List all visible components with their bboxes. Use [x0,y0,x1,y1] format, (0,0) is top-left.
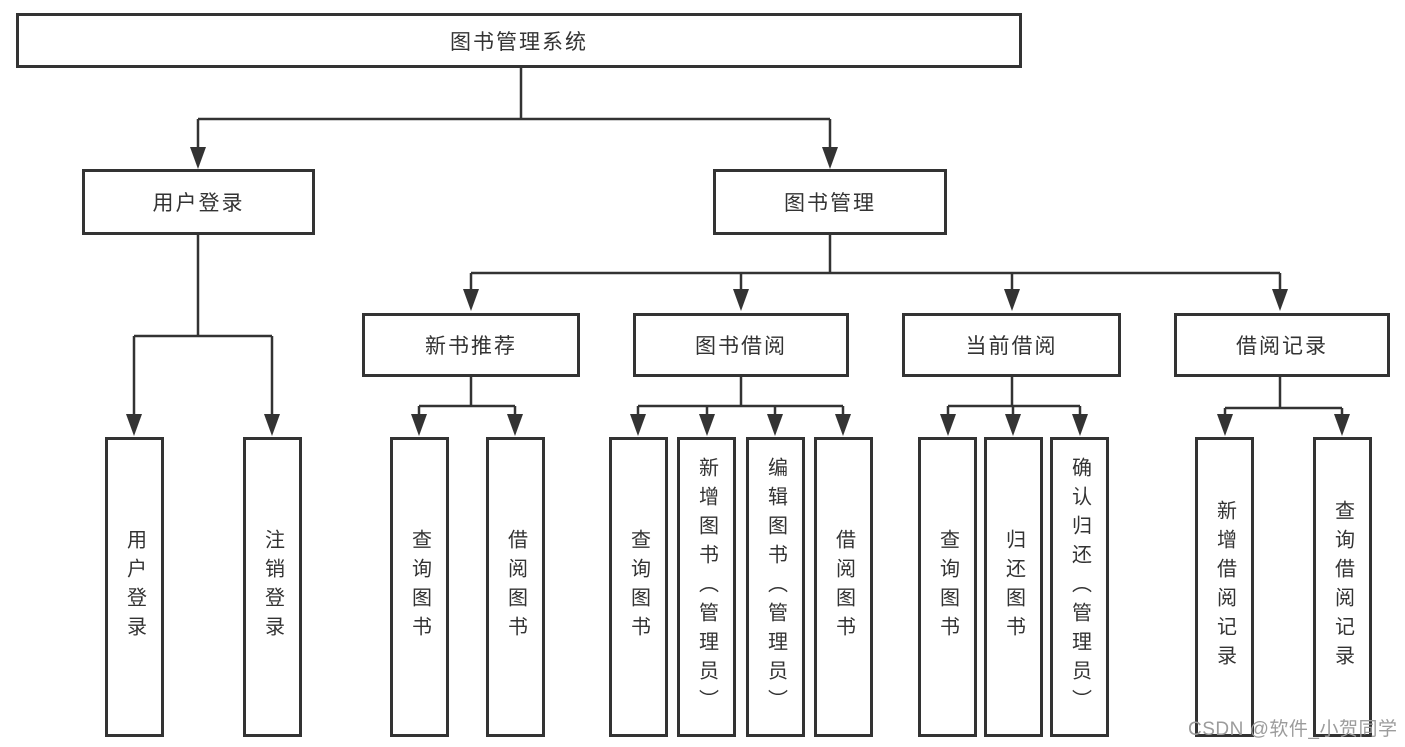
node-leaf-query-books-2: 查询图书 [609,437,668,737]
leaf-label: 用户登录 [123,529,146,645]
connector-lines [132,68,1344,420]
leaf-label: 查询图书 [408,529,431,645]
node-leaf-user-login: 用户登录 [105,437,164,737]
leaf-label: 借阅图书 [504,529,527,645]
node-borrow-records: 借阅记录 [1174,313,1390,377]
leaf-label: 查询图书 [627,529,650,645]
leaf-label: 编辑图书（管理员） [764,456,787,718]
leaf-label: 借阅图书 [832,529,855,645]
node-leaf-add-books-admin: 新增图书（管理员） [677,437,736,737]
node-new-book-recommend: 新书推荐 [362,313,580,377]
csdn-watermark: CSDN @软件_小贺同学 [1188,719,1398,740]
node-book-borrow: 图书借阅 [633,313,849,377]
leaf-label: 注销登录 [261,529,284,645]
node-leaf-query-books-1: 查询图书 [390,437,449,737]
leaf-label: 查询图书 [936,529,959,645]
node-leaf-add-borrow-record: 新增借阅记录 [1195,437,1254,737]
node-leaf-edit-books-admin: 编辑图书（管理员） [746,437,805,737]
node-user-login: 用户登录 [82,169,315,235]
leaf-label: 查询借阅记录 [1331,500,1354,674]
node-book-management: 图书管理 [713,169,947,235]
leaf-label: 确认归还（管理员） [1068,456,1091,718]
leaf-label: 归还图书 [1002,529,1025,645]
node-leaf-borrow-books-2: 借阅图书 [814,437,873,737]
node-current-borrow: 当前借阅 [902,313,1121,377]
node-root-system: 图书管理系统 [16,13,1022,68]
leaf-label: 新增借阅记录 [1213,500,1236,674]
node-leaf-query-borrow-record: 查询借阅记录 [1313,437,1372,737]
node-leaf-confirm-return-admin: 确认归还（管理员） [1050,437,1109,737]
node-leaf-borrow-books-1: 借阅图书 [486,437,545,737]
leaf-label: 新增图书（管理员） [695,456,718,718]
node-leaf-query-books-3: 查询图书 [918,437,977,737]
arrowhead-icons [126,147,1350,436]
node-leaf-return-books: 归还图书 [984,437,1043,737]
node-leaf-logout: 注销登录 [243,437,302,737]
